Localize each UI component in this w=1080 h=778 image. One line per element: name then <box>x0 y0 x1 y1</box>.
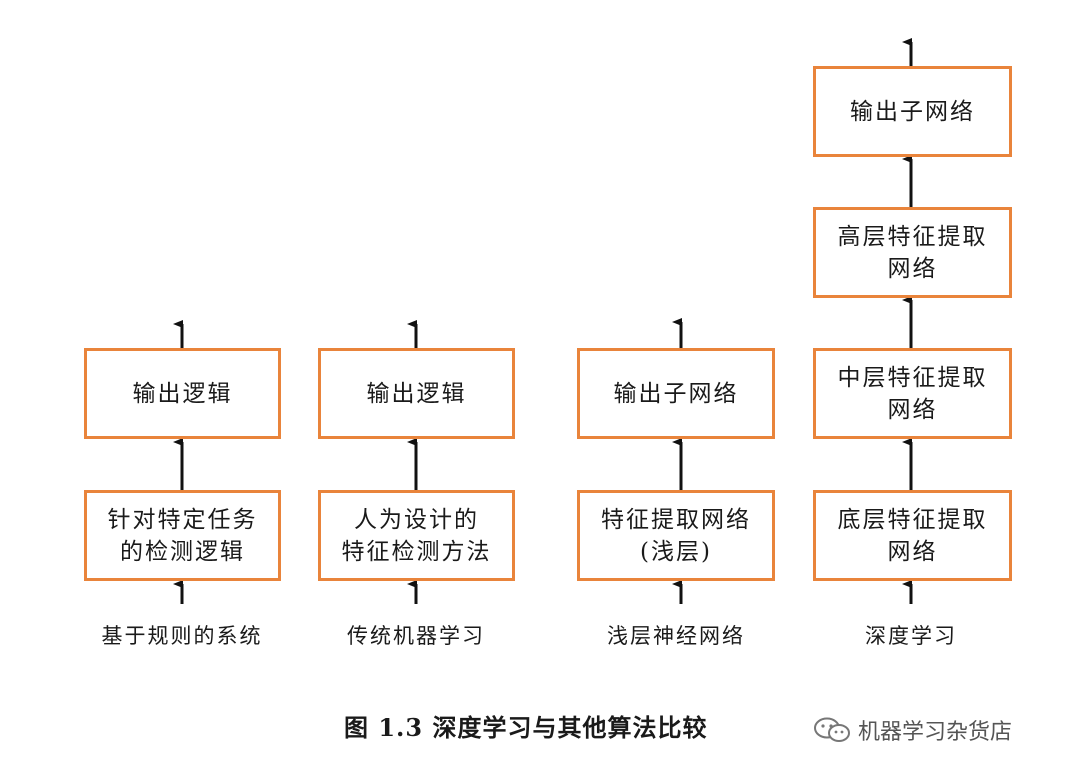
col1-label: 基于规则的系统 <box>101 624 263 648</box>
col4-box-mid-level-features: 中层特征提取 网络 <box>813 348 1012 439</box>
watermark-text: 机器学习杂货店 <box>858 720 1013 745</box>
col3-box-output-subnet: 输出子网络 <box>577 348 775 439</box>
col2-box-output-logic: 输出逻辑 <box>318 348 515 439</box>
col2-box-handcrafted-features: 人为设计的 特征检测方法 <box>318 490 515 581</box>
col4-box-low-level-features: 底层特征提取 网络 <box>813 490 1012 581</box>
col1-box-detection-logic: 针对特定任务 的检测逻辑 <box>84 490 281 581</box>
col4-box-output-subnet: 输出子网络 <box>813 66 1012 157</box>
col3-label: 浅层神经网络 <box>607 624 745 648</box>
col4-box-high-level-features: 高层特征提取 网络 <box>813 207 1012 298</box>
wechat-icon <box>814 717 850 742</box>
col2-label: 传统机器学习 <box>347 624 485 648</box>
figure-caption: 图 1.3 深度学习与其他算法比较 <box>344 713 708 742</box>
col1-box-output-logic: 输出逻辑 <box>84 348 281 439</box>
watermark: 机器学习杂货店 <box>812 714 1012 746</box>
col3-box-shallow-feature-net: 特征提取网络 (浅层) <box>577 490 775 581</box>
col4-label: 深度学习 <box>865 624 957 648</box>
